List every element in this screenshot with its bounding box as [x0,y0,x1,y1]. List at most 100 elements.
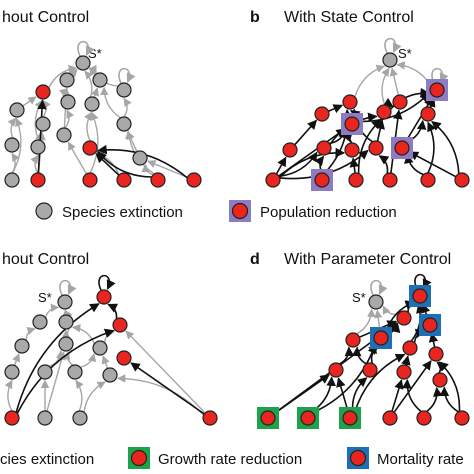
panel-b-red-node [420,106,436,122]
panel-a-red-node [150,172,166,188]
panel-d-red-node [328,362,344,378]
panel-d-red-node [396,310,412,326]
panel-c-self-loop [98,274,116,291]
panel-d-edge [436,361,448,374]
panel-a-gray-node [9,102,25,118]
panel-c-gray-node [32,314,48,330]
panel-d-edge [401,355,411,366]
panel-b-edge [294,119,318,146]
panel-a-gray-node [4,137,20,153]
panel-c-s-label: S* [38,290,52,305]
legend-growth-red-node-icon [130,449,148,467]
panel-a-red-node [35,84,51,100]
panel-c-title: hout Control [2,251,89,268]
panel-a-edge [90,87,99,98]
panel-a-self-loop [77,40,95,57]
legend-mortality-red-node-icon [349,449,367,467]
panel-d-edge [339,346,355,365]
legend-mortality-label: Mortality rate [377,451,464,468]
panel-b-red-node [392,94,408,110]
panel-a-edge [22,96,37,107]
panel-c-gray-node [14,338,30,354]
panel-a-gray-node [116,116,132,132]
panel-d-edge [353,353,406,413]
panel-b-red-node [420,172,436,188]
panel-d-edge [351,377,368,412]
panel-d-edge [391,379,404,412]
panel-c-gray-node [4,364,20,380]
legend-bottom-extinction-label: cies extinction [0,451,94,468]
panel-d-red-node [396,364,412,380]
panel-b-edge [328,104,344,114]
panel-c-gray-node [57,294,73,310]
panel-a-red-node [82,140,98,156]
panel-c-red-node [202,410,218,426]
panel-a-title: hout Control [2,9,89,26]
panel-d-red-node [402,340,418,356]
panel-a-edge [84,111,93,142]
panel-b-edge [275,156,287,175]
panel-b-edge [389,87,431,110]
panel-d-red-node [428,346,444,362]
panel-b-red-node [376,104,392,120]
panel-a-gray-node [92,72,108,88]
panel-c-gray-node [37,364,53,380]
panel-d-red-node [416,410,432,426]
panel-a-self-loop [118,67,136,84]
panel-d-red-node [454,410,470,426]
panel-b-red-node [382,172,398,188]
panel-a-edge [68,68,78,78]
panel-a-gray-node [35,116,51,132]
panel-b-self-loop [431,67,449,84]
panel-a-edge [123,97,132,118]
panel-c-gray-node [67,364,83,380]
panel-d-red-node [432,372,448,388]
panel-a-edge [11,117,23,174]
panel-b-red-node [429,82,445,98]
panel-c-gray-node [72,410,88,426]
panel-d-edge [351,346,367,365]
panel-a-edge [42,99,51,118]
panel-c-red-node [112,317,128,333]
panel-b-title: With State Control [284,9,414,26]
panel-c-edge [4,379,13,412]
panel-b-red-node [344,116,360,132]
panel-a-red-node [82,172,98,188]
panel-a-edge [67,141,88,175]
panel-a-edge [30,154,39,174]
panel-a-gray-node [60,94,76,110]
panel-a-edge [64,109,75,129]
panel-b-red-node [314,106,330,122]
panel-c-edge [12,353,21,366]
panel-d-edge [336,377,349,412]
panel-c-gray-node [37,410,53,426]
panel-b-edge [357,119,382,174]
panel-d-edge [410,303,426,342]
legend-growth-label: Growth rate reduction [158,451,302,468]
panel-c-edge [16,328,115,414]
panel-d-red-node [345,332,361,348]
panel-b-red-node [368,140,384,156]
panel-b-red-node [344,142,360,158]
panel-b-edge [381,67,390,106]
panel-c-red-node [96,289,112,305]
panel-a-gray-node [132,150,148,166]
panel-b-edge [278,147,346,179]
panel-a-edge [37,99,47,174]
panel-c-edge [46,351,66,412]
legend-bottom: cies extinction Growth rate reduction Mo… [0,447,464,469]
panel-c-red-node [4,410,20,426]
panel-c-self-loop [59,279,77,296]
legend-population-red-node-icon [231,202,249,220]
panel-b-edge [354,64,385,98]
panel-b-self-loop [384,37,402,54]
panel-a-edge [95,153,120,176]
panel-c-edge [79,353,97,368]
panel-b-gray-node [382,52,398,68]
panel-d-letter: d [250,251,260,268]
panel-b-red-node [348,172,364,188]
panel-c-gray-node [92,340,108,356]
legend-extinction-label: Species extinction [62,204,183,221]
panel-c-edge [107,303,119,319]
